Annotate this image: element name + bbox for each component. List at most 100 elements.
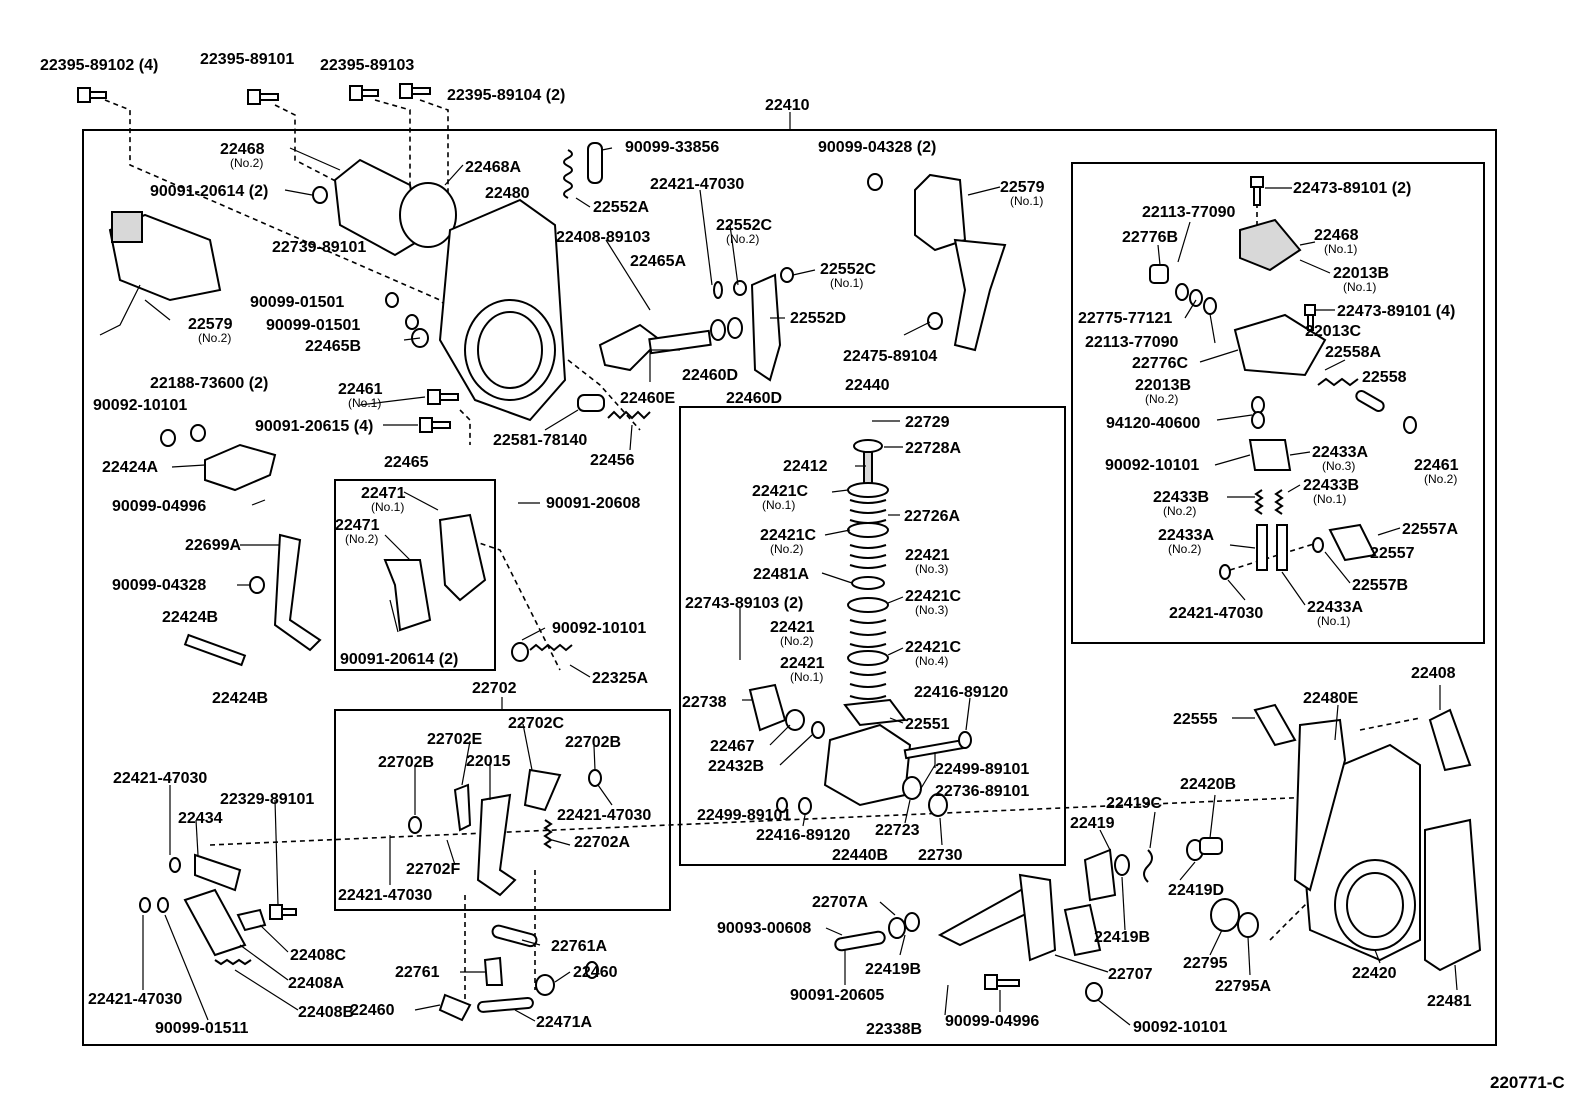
part-variant-label: (No.1) [1317,614,1350,628]
part-number-label: 22558A [1325,344,1381,361]
part-number-label: 90099-33856 [625,139,719,156]
spring-shape [214,958,252,966]
part-variant-label: (No.1) [830,276,863,290]
part-number-label: 22460 [350,1002,395,1019]
bushing-shape [577,394,605,412]
part-number-label: 22416-89120 [756,827,850,844]
part-number-label: 22461 [338,381,383,398]
part-variant-label: (No.2) [230,156,263,170]
part-number-label: 22775-77121 [1078,310,1172,327]
part-number-label: 22408B [298,1004,354,1021]
part-number-label: 22480 [485,185,530,202]
part-number-label: 22395-89103 [320,57,414,74]
part-number-label: 22395-89102 (4) [40,57,158,74]
part-number-label: 22460D [726,390,782,407]
part-variant-label: (No.2) [1424,472,1457,486]
part-number-label: 22421C [905,588,961,605]
part-number-label: 22557 [1370,545,1415,562]
part-number-label: 22421-47030 [650,176,744,193]
part-number-label: 22555 [1173,711,1218,728]
part-number-label: 90099-04996 [945,1013,1039,1030]
part-number-label: 22013C [1305,323,1361,340]
part-number-label: 22395-89104 (2) [447,87,565,104]
part-number-label: 22702 [472,680,517,697]
part-number-label: 22465A [630,253,686,270]
plate-shape [750,273,782,382]
part-number-label: 22707A [812,894,868,911]
part-number-label: 22460E [620,390,675,407]
part-number-label: 22702C [508,715,564,732]
part-variant-label: (No.1) [762,498,795,512]
part-number-label: 22738 [682,694,727,711]
part-number-label: 22473-89101 (2) [1293,180,1411,197]
part-number-label: 22460 [573,964,618,981]
part-number-label: 22726A [904,508,960,525]
part-number-label: 22552D [790,310,846,327]
bolt-icon [349,85,379,101]
part-number-label: 90091-20614 (2) [150,183,268,200]
part-number-label: 22499-89101 [935,761,1029,778]
part-number-label: 22421 [905,547,950,564]
part-number-label: 90099-04996 [112,498,206,515]
part-number-label: 22468 [220,141,265,158]
part-number-label: 22408 [1411,665,1456,682]
part-number-label: 22729 [905,414,950,431]
part-number-label: 22480E [1303,690,1358,707]
part-number-label: 22015 [466,753,511,770]
bolt-icon [427,389,459,405]
part-number-label: 22408A [288,975,344,992]
part-number-label: 22440 [845,377,890,394]
link-shape [273,533,322,652]
part-number-label: 22468A [465,159,521,176]
part-number-label: 90092-10101 [93,397,187,414]
actuator-shape [914,173,967,252]
part-number-label: 22702B [378,754,434,771]
part-number-label: 22776C [1132,355,1188,372]
part-number-label: 22557B [1352,577,1408,594]
part-number-label: 22419D [1168,882,1224,899]
part-number-label: 22467 [710,738,755,755]
part-variant-label: (No.1) [1313,492,1346,506]
part-number-label: 22325A [592,670,648,687]
part-variant-label: (No.1) [1010,194,1043,208]
bolt-icon [247,89,279,105]
part-number-label: 22481 [1427,993,1472,1010]
part-variant-label: (No.2) [1163,504,1196,518]
part-number-label: 22739-89101 [272,239,366,256]
part-number-label: 22432B [708,758,764,775]
part-number-label: 22433B [1153,489,1209,506]
part-number-label: 22433A [1158,527,1214,544]
part-number-label: 90093-00608 [717,920,811,937]
part-number-label: 22421-47030 [88,991,182,1008]
part-number-label: 22013B [1333,265,1389,282]
part-number-label: 22736-89101 [935,783,1029,800]
bracket-shape [204,443,277,492]
base-block-shape [823,723,912,807]
part-number-label: 22471A [536,1014,592,1031]
part-number-label: 90092-10101 [1133,1019,1227,1036]
bolt-icon [984,974,1020,990]
part-number-label: 90092-10101 [552,620,646,637]
part-variant-label: (No.2) [1145,392,1178,406]
part-number-label: 22113-77090 [1085,334,1179,351]
spring-shape [529,643,573,652]
gasket-plate-shape [1424,818,1482,972]
lever-shape [598,323,662,372]
spring-shape [543,819,553,849]
part-variant-label: (No.3) [1322,459,1355,473]
shaft-shape [194,853,242,892]
spring-shape [563,149,573,199]
part-number-label: 22421-47030 [113,770,207,787]
part-number-label: 22723 [875,822,920,839]
subassembly-frame-22440 [679,406,1066,866]
leader-lines [142,147,1458,1026]
part-variant-label: (No.1) [371,500,404,514]
part-number-label: 22329-89101 [220,791,314,808]
part-variant-label: (No.4) [915,654,948,668]
part-number-label: 22433A [1312,444,1368,461]
diagram-reference-code: 220771-C [1490,1073,1565,1092]
part-number-label: 22465B [305,338,361,355]
part-number-label: 22552A [593,199,649,216]
